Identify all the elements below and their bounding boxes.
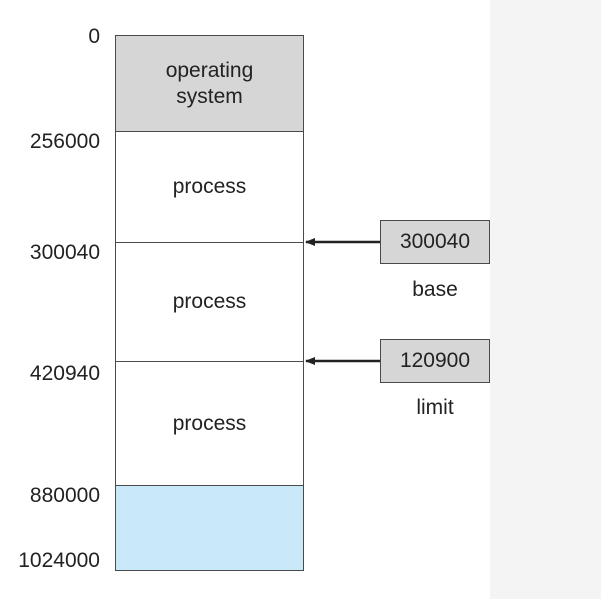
segment-operating-system: operating system: [116, 36, 303, 131]
segment-process-2: process: [116, 242, 303, 361]
base-register: 300040: [380, 220, 490, 264]
segment-label-process-2: process: [172, 290, 247, 313]
segment-process-3: process: [116, 361, 303, 485]
memory-block: operating system process process process: [115, 35, 304, 571]
address-300040: 300040: [29, 241, 100, 264]
segment-process-1: process: [116, 131, 303, 242]
limit-register-value: 120900: [399, 349, 471, 372]
base-register-label: base: [412, 278, 458, 301]
segment-label-process-3: process: [172, 411, 247, 435]
limit-register: 120900: [380, 339, 490, 383]
base-register-value: 300040: [399, 230, 471, 253]
segment-free: [116, 485, 303, 570]
address-1024000: 1024000: [18, 549, 100, 572]
limit-register-label: limit: [416, 396, 454, 419]
address-256000: 256000: [29, 130, 100, 153]
segment-label-process-1: process: [172, 175, 247, 198]
background-panel: [490, 0, 601, 599]
address-420940: 420940: [29, 362, 100, 385]
segment-label-operating-system: operating system: [165, 58, 254, 108]
address-0: 0: [88, 25, 100, 48]
address-880000: 880000: [29, 484, 100, 507]
